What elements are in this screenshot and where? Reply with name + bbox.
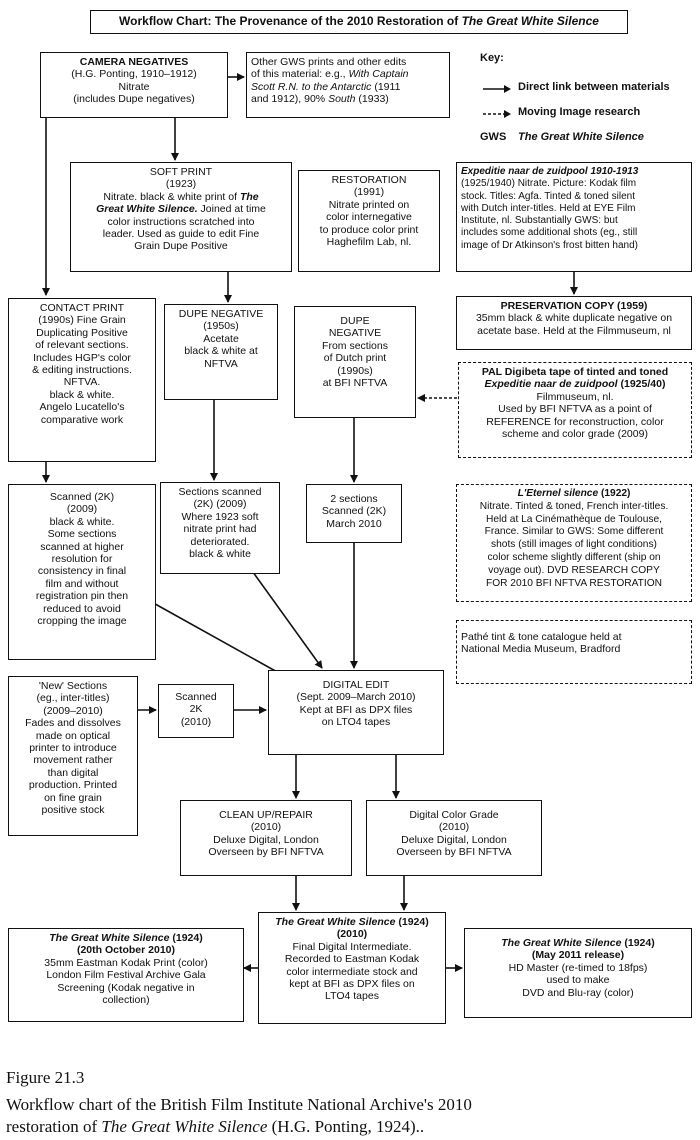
digital-color-grade-box: Digital Color Grade (2010) Deluxe Digita… bbox=[366, 800, 542, 876]
legend-heading: Key: bbox=[480, 52, 504, 64]
legend-solid-label: Direct link between materials bbox=[518, 81, 670, 93]
soft-print-box: SOFT PRINT (1923) Nitrate. black & white… bbox=[70, 162, 292, 272]
pathe-catalogue-box: Pathé tint & tone catalogue held at Nati… bbox=[456, 620, 692, 684]
arrow-scanned-to-edit bbox=[147, 599, 289, 679]
clean-up-repair-box: CLEAN UP/REPAIR (2010) Deluxe Digital, L… bbox=[180, 800, 352, 876]
gws-hd-master-box: The Great White Silence (1924) (May 2011… bbox=[464, 928, 692, 1018]
other-gws-prints-box: Other GWS prints and other edits of this… bbox=[246, 52, 450, 118]
digital-edit-box: DIGITAL EDIT (Sept. 2009–March 2010) Kep… bbox=[268, 670, 444, 755]
pal-digibeta-box: PAL Digibeta tape of tinted and toned Ex… bbox=[458, 362, 692, 458]
camera-negatives-box: CAMERA NEGATIVES (H.G. Ponting, 1910–191… bbox=[40, 52, 228, 118]
expeditie-box: Expeditie naar de zuidpool 1910-1913 (19… bbox=[456, 162, 692, 272]
gws-lff-screening-box: The Great White Silence (1924) (20th Oct… bbox=[8, 928, 244, 1022]
figure-caption: Workflow chart of the British Film Insti… bbox=[6, 1095, 472, 1136]
legend-abbr-meaning: The Great White Silence bbox=[518, 131, 644, 143]
contact-print-box: CONTACT PRINT (1990s) Fine Grain Duplica… bbox=[8, 298, 156, 462]
legend-dashed-label: Moving Image research bbox=[518, 106, 641, 118]
legend-solid-arrow-icon bbox=[483, 85, 511, 93]
gws-final-intermediate-box: The Great White Silence (1924) (2010) Fi… bbox=[258, 912, 446, 1024]
sections-scanned-box: Sections scanned (2K) (2009) Where 1923 … bbox=[160, 482, 280, 574]
scanned-2k-2009-box: Scanned (2K) (2009) black & white. Some … bbox=[8, 484, 156, 660]
legend: Key: Direct link between materials Movin… bbox=[480, 52, 695, 152]
scanned-2k-2010-box: Scanned 2K (2010) bbox=[158, 684, 234, 738]
restoration-box: RESTORATION (1991) Nitrate printed on co… bbox=[298, 170, 440, 272]
legend-abbr: GWS bbox=[480, 131, 507, 143]
leternel-silence-box: L'Eternel silence (1922) Nitrate. Tinted… bbox=[456, 484, 692, 602]
new-sections-box: 'New' Sections (eg., inter-titles) (2009… bbox=[8, 676, 138, 836]
chart-title: Workflow Chart: The Provenance of the 20… bbox=[90, 10, 628, 34]
dupe-negative-dutch-box: DUPE NEGATIVE From sections of Dutch pri… bbox=[294, 306, 416, 418]
figure-label: Figure 21.3 bbox=[6, 1068, 85, 1087]
legend-dashed-arrow-icon bbox=[483, 110, 511, 118]
two-sections-scanned-box: 2 sections Scanned (2K) March 2010 bbox=[306, 484, 402, 543]
dupe-negative-1950s-box: DUPE NEGATIVE (1950s) Acetate black & wh… bbox=[164, 304, 278, 400]
preservation-copy-box: PRESERVATION COPY (1959) 35mm black & wh… bbox=[456, 296, 692, 350]
